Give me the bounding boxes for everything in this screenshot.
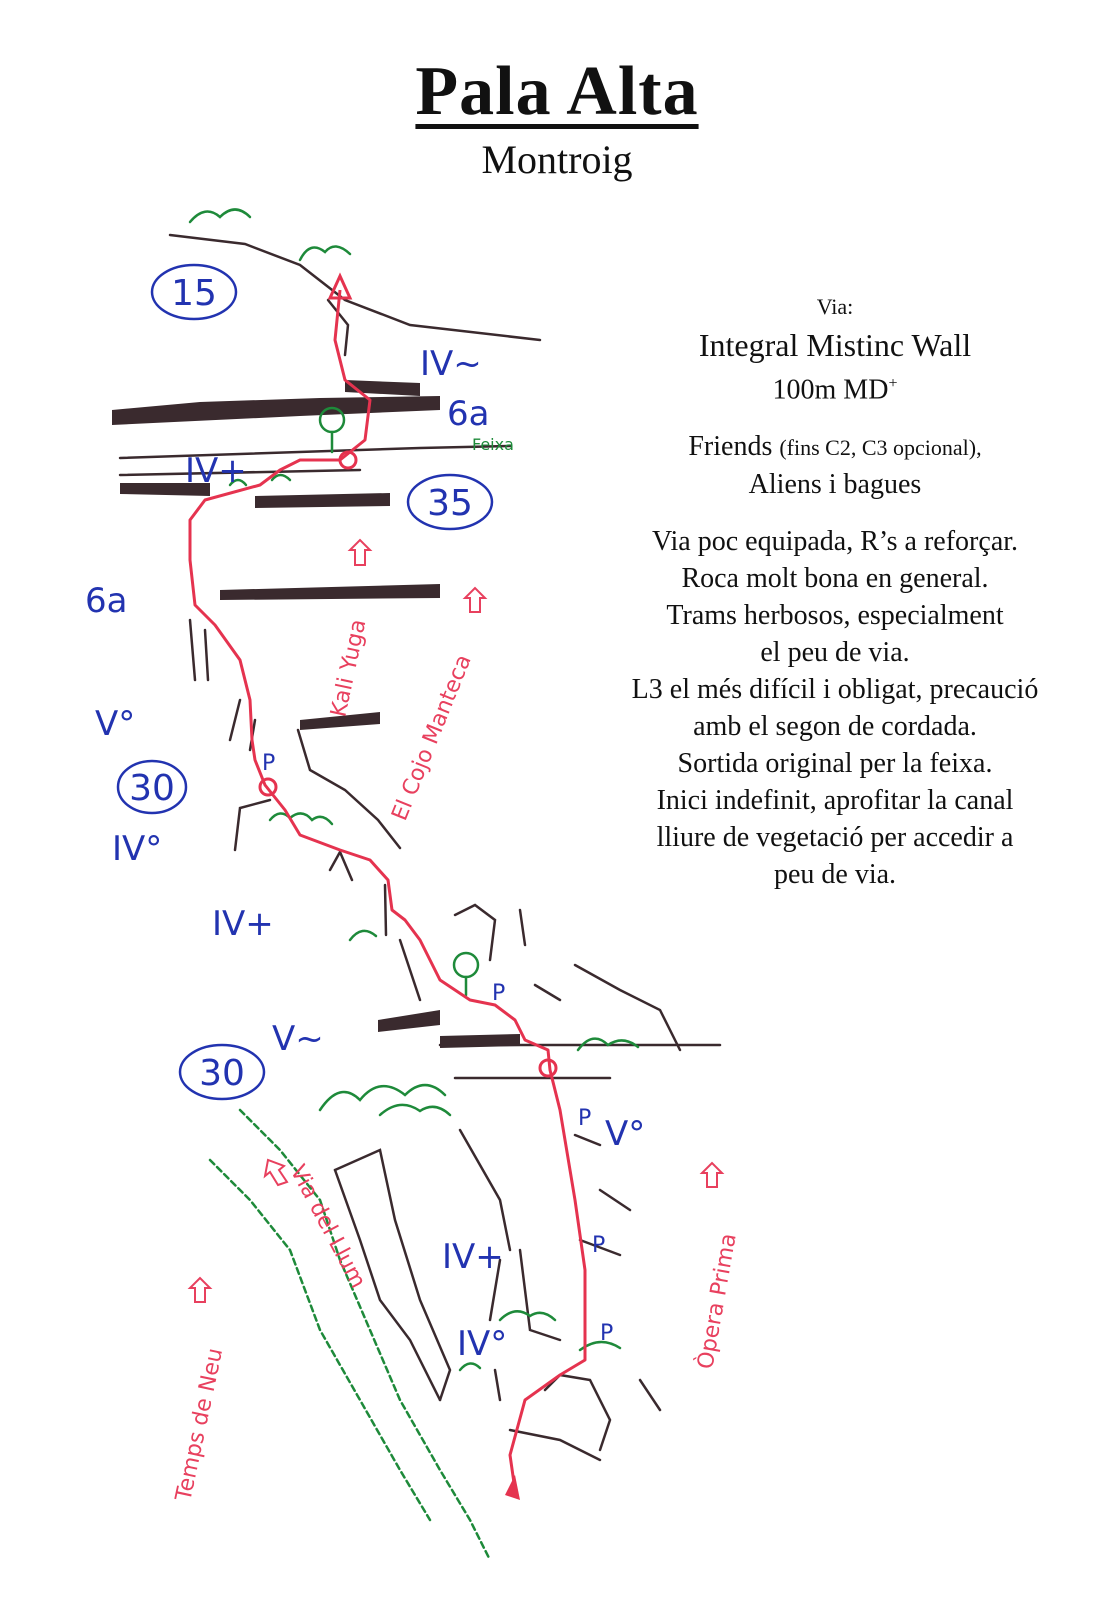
grade-label: V° <box>95 704 135 744</box>
grade-label: IV° <box>457 1324 507 1364</box>
grade-label: IV° <box>112 829 162 869</box>
grade-label: IV~ <box>420 344 482 384</box>
rock-line <box>495 1370 500 1400</box>
bush-line <box>240 1110 490 1560</box>
rock-line <box>170 235 540 340</box>
pitch-length: 30 <box>129 768 175 809</box>
rock-line <box>575 965 680 1050</box>
piton-marker: P <box>592 1233 605 1258</box>
up-arrow-icon <box>350 540 370 565</box>
rock-line <box>600 1190 630 1210</box>
neighbor-route: El Cojo Manteca <box>387 651 476 824</box>
grade-label: IV+ <box>442 1237 504 1277</box>
roof <box>440 1034 520 1048</box>
up-arrow-icon <box>190 1278 210 1302</box>
feixa-label: Feixa <box>472 435 514 454</box>
grade-label: 6a <box>447 394 489 434</box>
roof <box>112 396 440 425</box>
neighbor-route: Kali Yuga <box>326 617 371 719</box>
roofs <box>112 380 520 1048</box>
rock-line <box>298 730 400 848</box>
up-arrow-icon <box>265 1160 287 1185</box>
pitch-length: 35 <box>427 483 473 524</box>
pitch-length: 15 <box>171 273 217 314</box>
tree <box>454 953 478 977</box>
bush <box>380 1105 450 1115</box>
rock-line <box>520 1250 560 1340</box>
rock-line <box>230 700 240 740</box>
grade-label: V° <box>605 1114 645 1154</box>
bush <box>320 1085 445 1110</box>
pitch-length: 30 <box>199 1053 245 1094</box>
rock-line <box>460 1130 510 1250</box>
rock-line <box>575 1135 600 1145</box>
neighbor-route: Òpera Prima <box>692 1231 741 1371</box>
up-arrow-icon <box>702 1163 722 1187</box>
rock-line <box>120 446 510 458</box>
grade-label: V~ <box>272 1019 324 1059</box>
bush <box>270 813 332 824</box>
piton-marker: P <box>578 1106 591 1131</box>
piton-marker: P <box>492 981 505 1006</box>
rock-line <box>330 852 352 880</box>
bush <box>460 1363 480 1370</box>
piton-marker: P <box>262 751 275 776</box>
roof <box>378 1010 440 1032</box>
rock-line <box>535 985 560 1000</box>
rock-line <box>385 885 386 935</box>
grade-label: IV+ <box>212 904 274 944</box>
rock-line <box>520 910 525 945</box>
grade-label: IV+ <box>185 451 247 491</box>
rock-line <box>235 800 270 850</box>
pitch-lengths: 15 35 30 30 <box>129 273 473 1094</box>
rock-line <box>455 905 495 960</box>
piton-marker: P <box>600 1321 613 1346</box>
bush <box>300 246 350 260</box>
rock-line <box>400 940 420 1000</box>
rock-line <box>205 630 208 680</box>
neighbor-routes: Kali Yuga El Cojo Manteca Via del Llum T… <box>171 617 742 1504</box>
grade-label: 6a <box>85 581 127 621</box>
roof <box>255 493 390 508</box>
up-arrow-icon <box>465 588 485 612</box>
rock-line <box>640 1380 660 1410</box>
bush <box>350 931 376 940</box>
roof <box>220 584 440 600</box>
rock-line <box>510 1430 600 1460</box>
neighbor-route: Temps de Neu <box>171 1346 228 1504</box>
bush <box>190 210 250 223</box>
rock-line <box>190 620 195 680</box>
